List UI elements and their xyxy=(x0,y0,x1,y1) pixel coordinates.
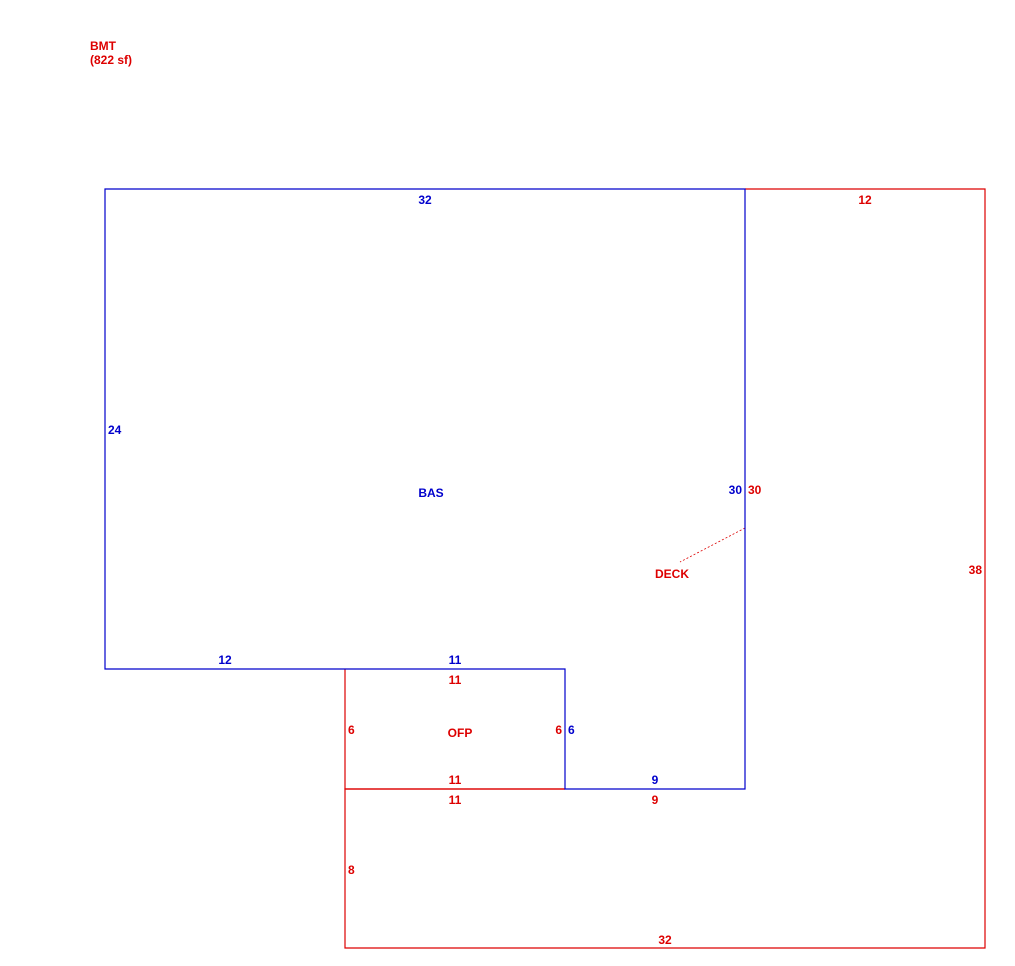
dim-bas-bottom-left: 12 xyxy=(218,653,232,667)
dim-bas-notch-right: 6 xyxy=(568,723,575,737)
deck-pointer-line xyxy=(679,527,746,563)
dim-deck-left-upper: 30 xyxy=(748,483,762,497)
ofp-boundary xyxy=(344,669,565,790)
dim-bas-left: 24 xyxy=(108,423,122,437)
bas-outline xyxy=(104,188,746,790)
dim-bas-bottom-right: 9 xyxy=(652,773,659,787)
dim-ofp-left: 6 xyxy=(348,723,355,737)
bas-area-label: BAS xyxy=(418,486,443,500)
dim-deck-top: 12 xyxy=(858,193,872,207)
ofp-area-label: OFP xyxy=(448,726,473,740)
sketch-header: BMT (822 sf) xyxy=(90,39,132,67)
ofp-outline xyxy=(344,669,565,790)
sketch-title: BMT xyxy=(90,39,116,53)
dim-bas-right: 30 xyxy=(729,483,743,497)
dim-bas-notch-top: 11 xyxy=(449,653,462,667)
dim-deck-left-lower: 8 xyxy=(348,863,355,877)
dim-bas-top: 32 xyxy=(418,193,432,207)
dim-deck-right: 38 xyxy=(969,563,983,577)
dim-ofp-top: 11 xyxy=(449,673,462,687)
dim-deck-inner-bottom: 9 xyxy=(652,793,659,807)
dim-ofp-bottom-inner: 11 xyxy=(449,773,462,787)
deck-area-label: DECK xyxy=(655,567,689,581)
dim-ofp-right: 6 xyxy=(555,723,562,737)
dim-ofp-bottom-outer: 11 xyxy=(449,793,462,807)
sketch-total-area: (822 sf) xyxy=(90,53,133,67)
dim-deck-bottom: 32 xyxy=(658,933,672,947)
bas-boundary xyxy=(104,188,746,790)
